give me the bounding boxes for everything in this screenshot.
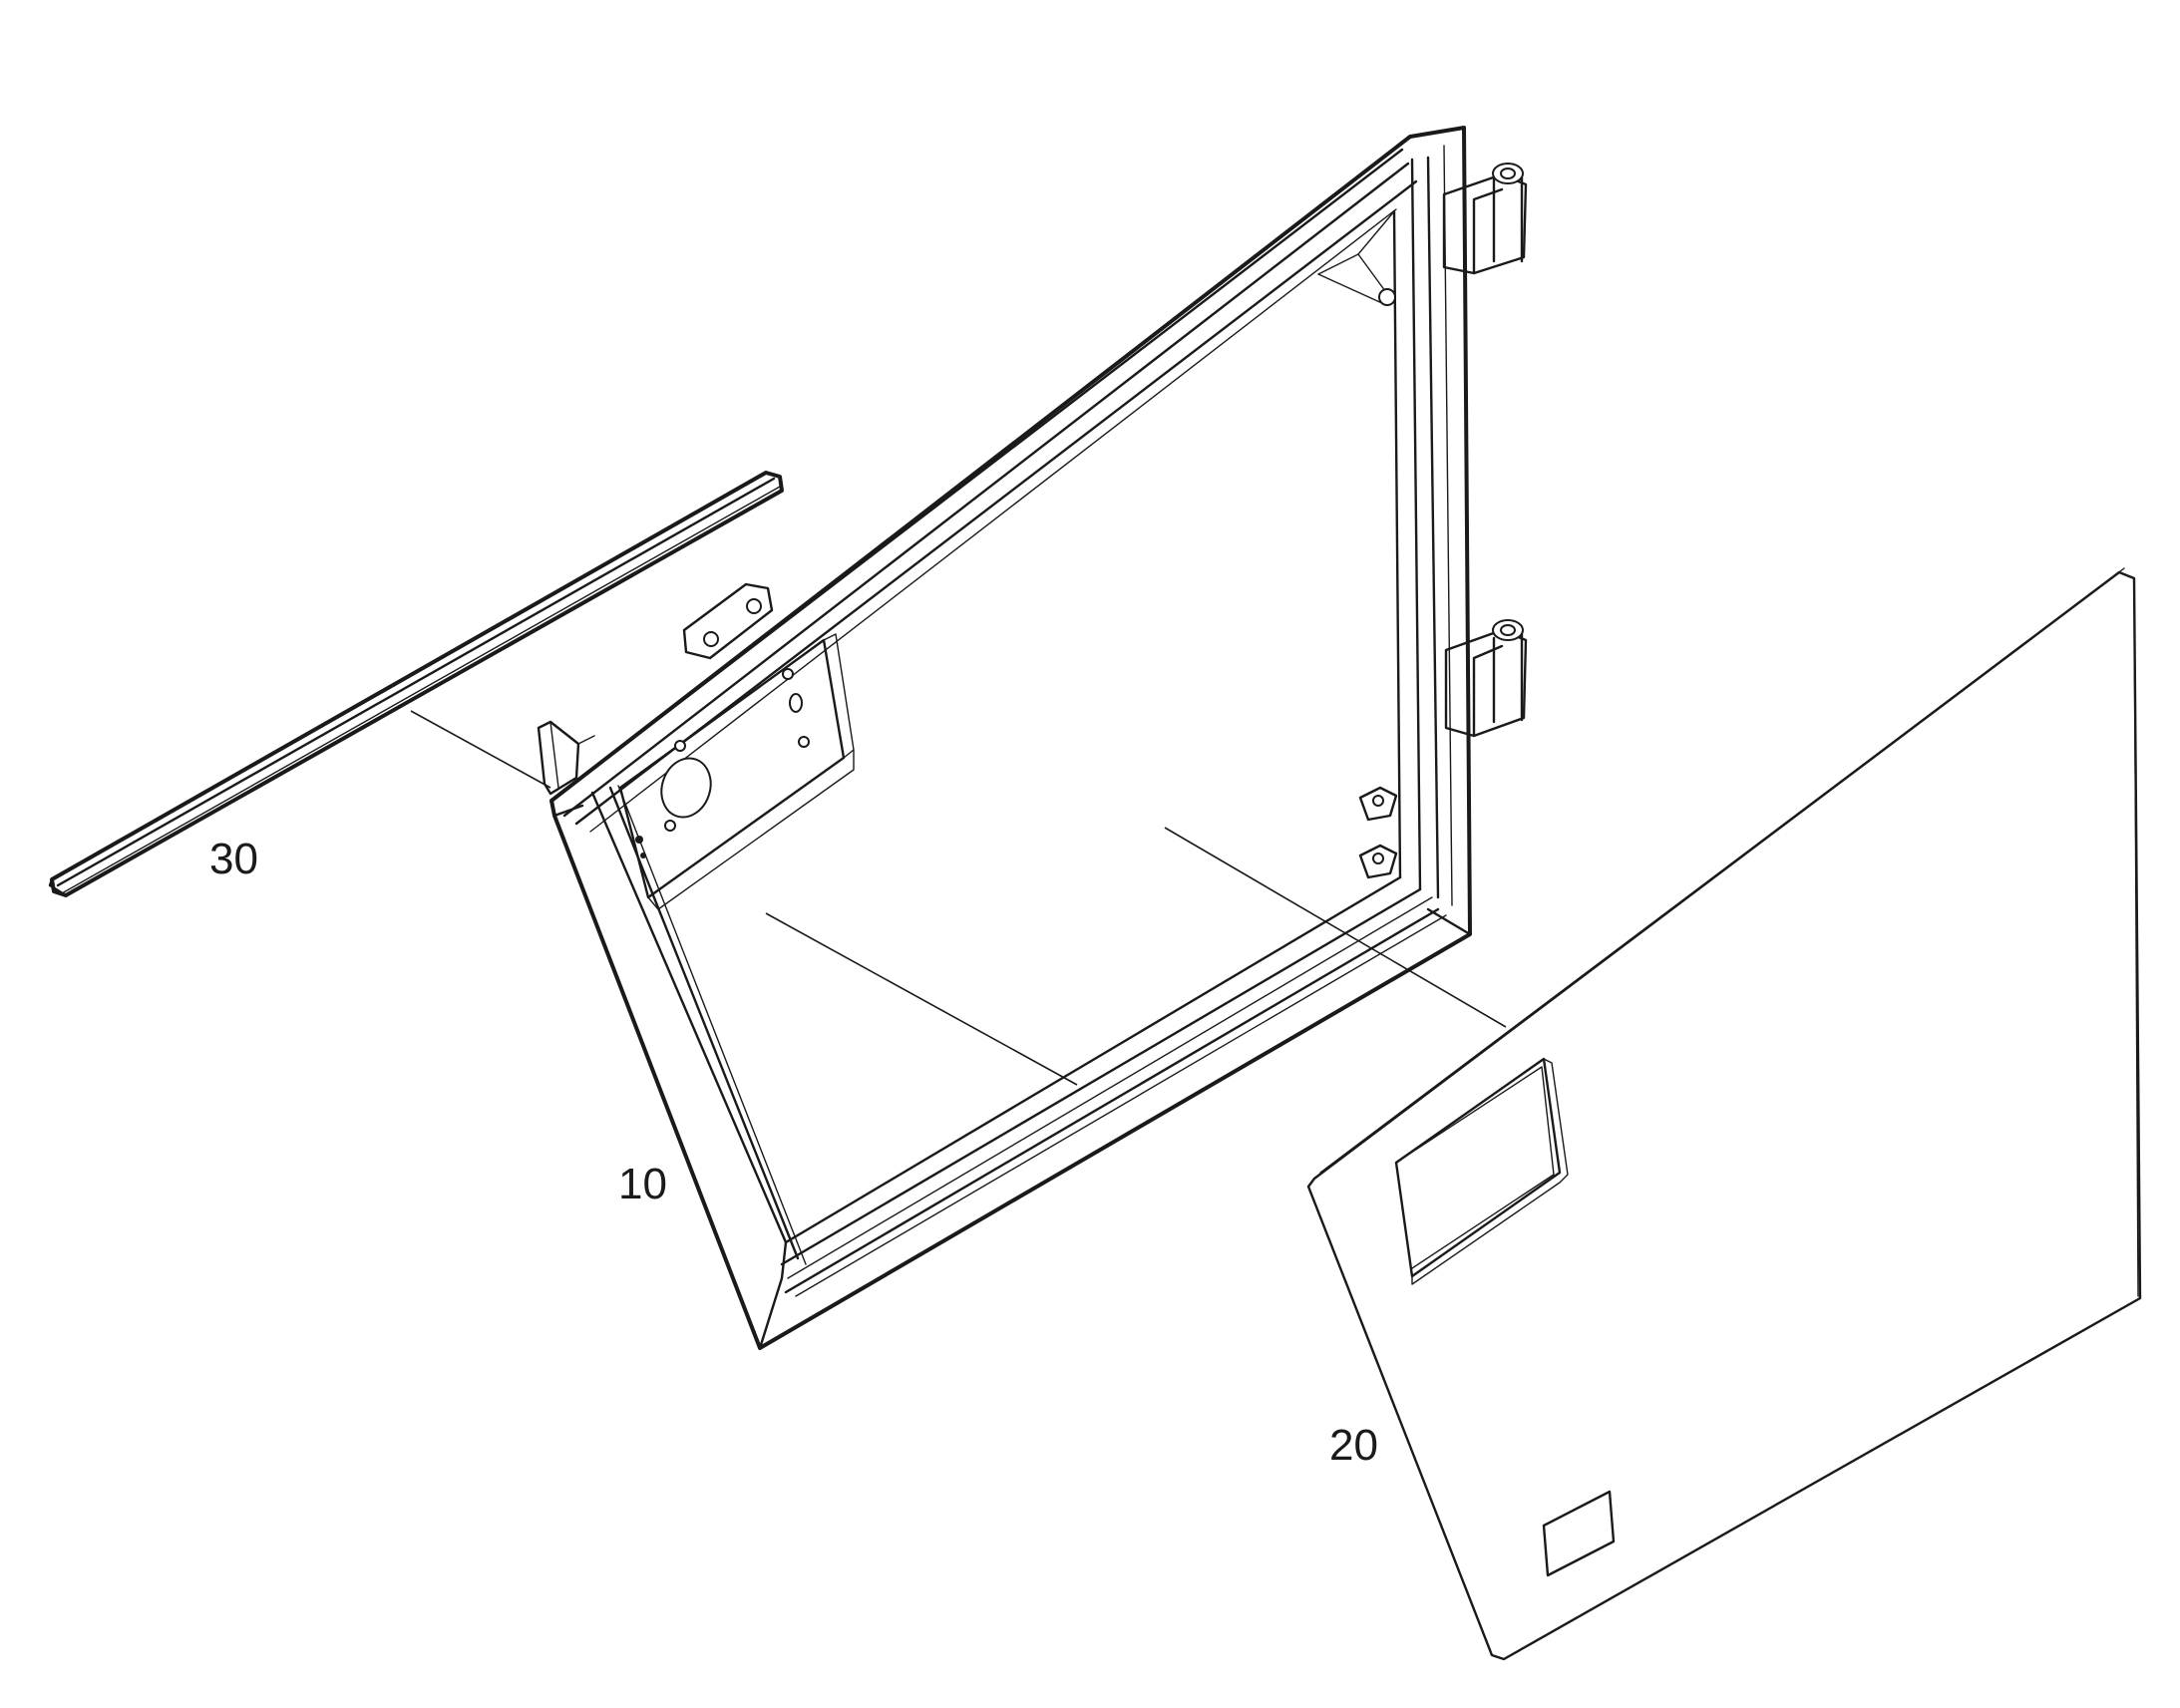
door-label-area — [1542, 1490, 1616, 1577]
upper-hinge — [1442, 163, 1528, 275]
callout-seal-strip: 30 — [209, 835, 258, 883]
left-corner-bracket — [537, 720, 595, 796]
lock-brackets — [1358, 786, 1398, 879]
top-tab-bracket — [682, 582, 774, 660]
door-panel-part — [1306, 567, 2142, 1661]
frame-part — [537, 126, 1528, 1350]
mounting-plate — [618, 633, 855, 910]
callout-frame: 10 — [618, 1160, 667, 1208]
seal-strip-part — [48, 471, 784, 897]
door-window — [1394, 1057, 1569, 1285]
callout-door-panel: 20 — [1329, 1421, 1378, 1470]
leader-lines — [410, 710, 1507, 1086]
lower-hinge — [1444, 619, 1528, 738]
